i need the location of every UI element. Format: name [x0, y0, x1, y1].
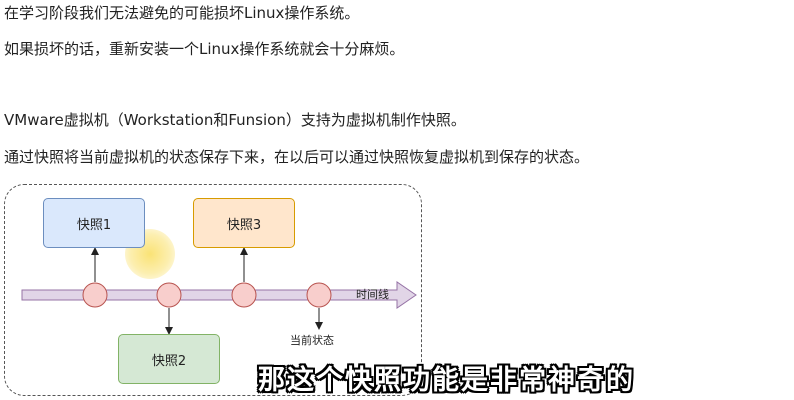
current-state-label: 当前状态	[290, 334, 334, 347]
timeline-node	[156, 282, 182, 308]
timeline-label: 时间线	[356, 288, 389, 301]
snapshot-2-box: 快照2	[118, 334, 220, 384]
video-subtitle: 那这个快照功能是非常神奇的	[258, 365, 635, 396]
timeline-node	[306, 282, 332, 308]
snapshot-diagram-frame	[4, 184, 422, 396]
snapshot-1-box: 快照1	[43, 198, 145, 248]
timeline-node	[82, 282, 108, 308]
snapshot-3-box: 快照3	[193, 198, 295, 248]
vmware-snapshot-paragraph: VMware虚拟机（Workstation和Funsion）支持为虚拟机制作快照…	[4, 111, 466, 129]
reinstall-paragraph: 如果损坏的话，重新安装一个Linux操作系统就会十分麻烦。	[4, 40, 405, 58]
snapshot-restore-paragraph: 通过快照将当前虚拟机的状态保存下来，在以后可以通过快照恢复虚拟机到保存的状态。	[4, 148, 590, 166]
timeline-node	[231, 282, 257, 308]
intro-paragraph: 在学习阶段我们无法避免的可能损坏Linux操作系统。	[4, 4, 360, 22]
